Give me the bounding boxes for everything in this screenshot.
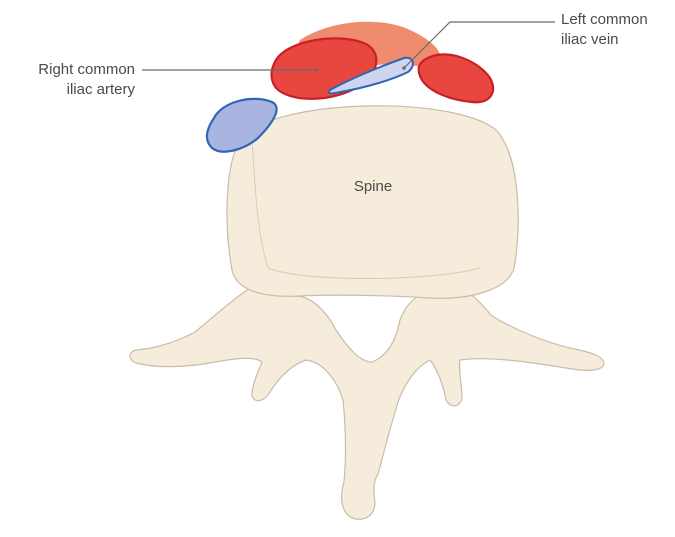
spine-label: Spine <box>338 177 408 197</box>
right-artery-label-line-1: Right common <box>10 60 135 80</box>
right-artery-label-line-2: iliac artery <box>10 80 135 100</box>
left-vein-label-line-1: Left common <box>561 10 648 30</box>
left-vein-label-line-2: iliac vein <box>561 30 648 50</box>
left-common-iliac-vein-label: Left common iliac vein <box>561 10 648 50</box>
vertebra <box>130 106 604 519</box>
left-common-iliac-artery <box>419 54 493 102</box>
right-common-iliac-artery-label: Right common iliac artery <box>10 60 135 100</box>
vertebra-arch <box>130 286 604 519</box>
leader-right-artery-dot <box>314 68 318 72</box>
leader-left-vein-dot <box>402 66 406 70</box>
right-common-iliac-artery <box>272 38 377 98</box>
